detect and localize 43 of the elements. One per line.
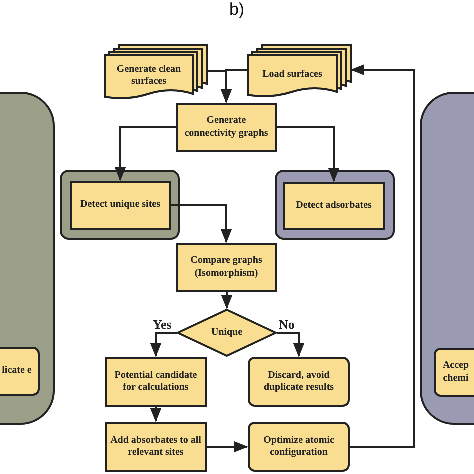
process-box (176, 243, 277, 292)
process-box (70, 181, 171, 230)
node-label: Generate clean surfaces (116, 62, 182, 88)
node-label: Detect adsorbates (295, 200, 373, 212)
node-label: Potential candidate for calculations (114, 370, 198, 394)
process-box (248, 357, 350, 407)
node-label: licate e (2, 365, 33, 378)
arrow (150, 332, 177, 358)
node-label: Optimize atomic configuration (262, 434, 336, 460)
process-box (105, 357, 207, 407)
process-box (0, 347, 40, 396)
arrow (150, 407, 162, 422)
node-label: Discard, avoid duplicate results (262, 370, 336, 394)
node-label: Accep chemi (442, 360, 470, 385)
edge-label: Yes (153, 318, 172, 331)
decision-diamond (177, 309, 277, 357)
side-panel (420, 92, 474, 425)
node-label: Generate connectivity graphs (184, 115, 270, 140)
process-box (105, 422, 207, 472)
side-panel (0, 92, 55, 425)
arrow (221, 292, 233, 310)
group-frame (275, 170, 395, 240)
arrow (277, 332, 305, 358)
edge-label: No (279, 318, 295, 331)
arrow (220, 69, 248, 104)
process-box (434, 348, 474, 397)
process-box (283, 182, 385, 230)
process-box (176, 103, 277, 152)
arrow (207, 441, 248, 453)
node-label: Load surfaces (262, 68, 324, 82)
arrow (114, 126, 176, 182)
process-box (248, 422, 350, 472)
node-label: Detect unique sites (80, 199, 162, 212)
node-label: Add absorbates to all relevant sites (110, 434, 202, 460)
document-stack (248, 45, 351, 95)
arrow (171, 204, 232, 244)
node-label: Compare graphs (Isomorphism) (190, 255, 264, 280)
document-stack (105, 45, 207, 97)
arrow (350, 64, 415, 448)
node-label: Unique (210, 326, 244, 340)
panel-title: b) (228, 0, 246, 20)
arrow (277, 126, 340, 182)
group-frame (60, 170, 180, 240)
